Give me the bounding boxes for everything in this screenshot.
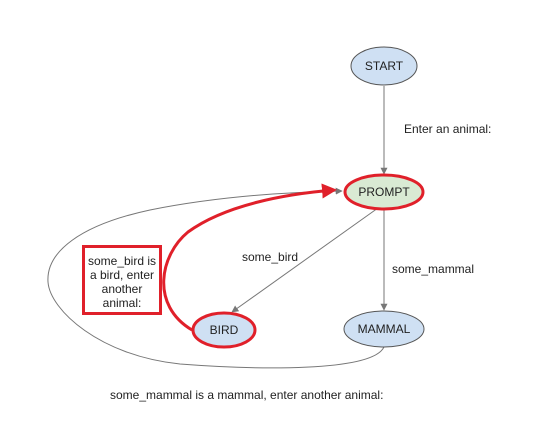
node-start[interactable]: START bbox=[350, 46, 418, 86]
bird-response-note-text: some_bird is a bird, enter another anima… bbox=[87, 254, 157, 310]
edge-prompt-to-bird bbox=[231, 207, 379, 313]
edge-label-mammal-loop: some_mammal is a mammal, enter another a… bbox=[110, 388, 384, 402]
node-mammal-label: MAMMAL bbox=[358, 322, 411, 336]
node-bird[interactable]: BIRD bbox=[191, 311, 257, 349]
edge-mammal-to-prompt bbox=[47, 187, 385, 369]
node-mammal[interactable]: MAMMAL bbox=[343, 310, 425, 348]
edge-label-some-bird: some_bird bbox=[242, 250, 299, 264]
node-bird-label: BIRD bbox=[210, 323, 239, 337]
edge-label-some-mammal: some_mammal bbox=[392, 262, 475, 276]
edge-label-enter-an-animal: Enter an animal: bbox=[404, 122, 492, 136]
node-prompt-label: PROMPT bbox=[358, 185, 410, 199]
bird-response-note-box: some_bird is a bird, enter another anima… bbox=[82, 245, 162, 315]
node-prompt[interactable]: PROMPT bbox=[343, 173, 425, 211]
edge-bird-to-prompt-highlighted bbox=[162, 183, 337, 332]
node-start-label: START bbox=[365, 59, 404, 73]
